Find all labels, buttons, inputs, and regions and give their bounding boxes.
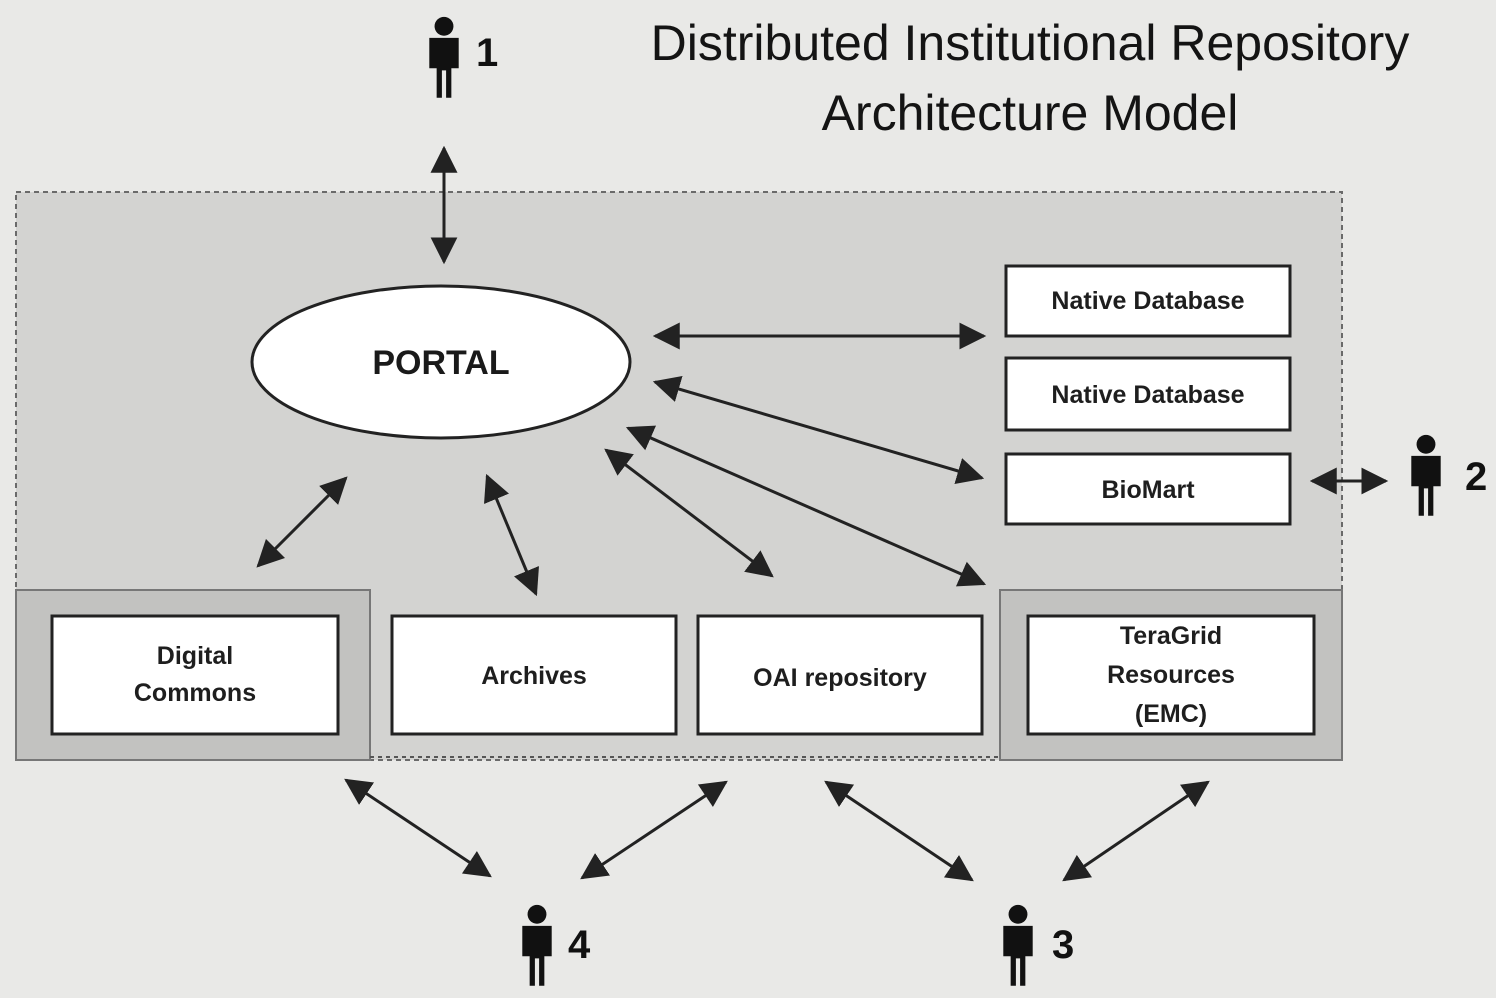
user-1-number: 1 [476,31,498,75]
user-2: 2 [1411,434,1487,516]
teragrid-label-line-3: (EMC) [1135,700,1207,728]
arrow-teragrid-user3 [1062,780,1210,882]
digital-commons-box [50,614,340,736]
archives-label: Archives [481,662,587,690]
portal-ellipse [250,284,632,440]
archives-box [390,614,678,736]
native-database-box-2 [1004,356,1292,432]
arrow-digital-commons-user4 [344,778,492,878]
person-icon [429,16,459,98]
arrow-portal-digital-commons [256,476,348,568]
teragrid-box [1026,614,1316,736]
user-1: 1 [429,16,498,98]
arrow-archives-user4 [580,780,728,880]
arrow-portal-archives [484,473,539,597]
user-4-number: 4 [568,923,591,967]
digital-commons-label-line-1: Digital [157,642,233,670]
native-database-label-1: Native Database [1051,287,1244,315]
title-line-1: Distributed Institutional Repository [651,15,1410,71]
biomart-box [1004,452,1292,526]
teragrid-label-line-1: TeraGrid [1120,622,1222,650]
person-icon [522,904,552,986]
arrow-portal-teragrid [625,425,987,587]
native-database-label-2: Native Database [1051,381,1244,409]
user-3: 3 [1003,904,1074,986]
oai-repository-label: OAI repository [753,664,927,692]
user-2-number: 2 [1465,455,1487,499]
title-line-2: Architecture Model [822,85,1239,141]
portal-label: PORTAL [372,344,509,382]
biomart-label: BioMart [1101,476,1195,504]
arrow-oai-user3 [824,780,974,882]
oai-repository-box [696,614,984,736]
user-3-number: 3 [1052,923,1074,967]
person-icon [1411,434,1441,516]
user-4: 4 [522,904,591,986]
teragrid-label-line-2: Resources [1107,661,1235,689]
native-database-box-1 [1004,264,1292,338]
digital-commons-label-line-2: Commons [134,679,256,707]
person-icon [1003,904,1033,986]
